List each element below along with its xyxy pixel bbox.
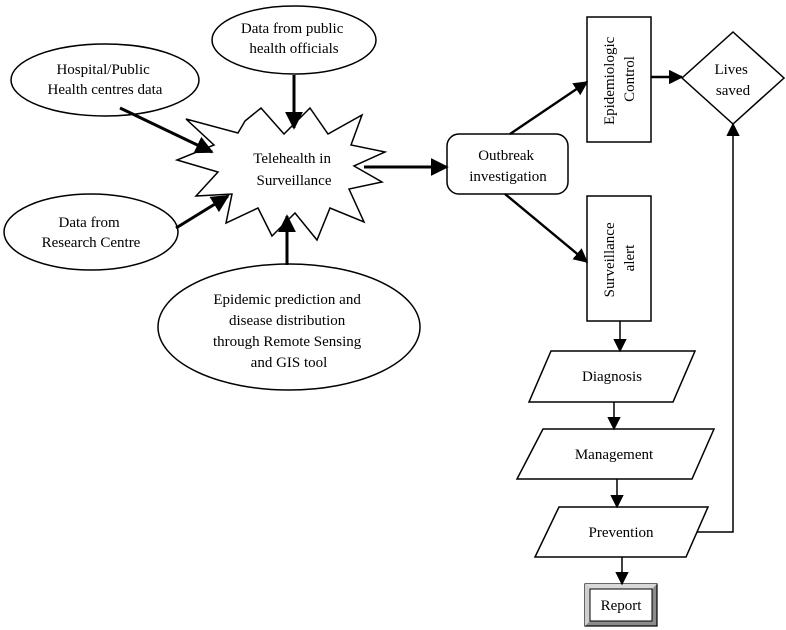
- arrow-outbreak-to-control: [509, 81, 589, 135]
- epidemiologic-control-label: Epidemiologic Control: [602, 33, 638, 125]
- public-health-officials-label: Data from public health officials: [241, 21, 347, 57]
- telehealth-label: Telehealth in Surveillance: [253, 151, 334, 189]
- surveillance-alert-node: [586, 195, 652, 322]
- diagnosis-label: Diagnosis: [582, 369, 642, 385]
- lives-saved-node: [680, 30, 786, 126]
- outbreak-investigation-label: Outbreak investigation: [469, 148, 547, 185]
- arrow-research-to-telehealth: [175, 194, 230, 230]
- prevention-node: [533, 506, 710, 558]
- outbreak-investigation-node: [446, 133, 569, 195]
- research-centre-label: Data from Research Centre: [42, 215, 141, 251]
- arrow-outbreak-to-alert: [504, 193, 589, 263]
- management-label: Management: [575, 447, 654, 463]
- prevention-label: Prevention: [589, 525, 654, 541]
- lives-saved-label: Lives saved: [714, 62, 751, 99]
- research-centre-node: [3, 193, 179, 271]
- epidemic-prediction-node: [157, 263, 421, 391]
- report-label: Report: [601, 598, 643, 614]
- diagnosis-node: [527, 350, 697, 403]
- hospital-data-label: Hospital/Public Health centres data: [48, 62, 163, 98]
- hospital-data-node: [10, 43, 200, 117]
- management-node: [515, 428, 716, 480]
- public-health-officials-node: [211, 5, 377, 75]
- arrow-hospital-to-telehealth: [119, 106, 214, 154]
- arrow-prevention-to-lives: [697, 122, 740, 533]
- epidemiologic-control-node: [586, 16, 652, 143]
- telehealth-burst-node: [174, 106, 388, 242]
- epidemic-prediction-label: Epidemic prediction and disease distribu…: [213, 292, 365, 371]
- report-node: [584, 583, 658, 627]
- surveillance-alert-label: Surveillance alert: [602, 219, 638, 298]
